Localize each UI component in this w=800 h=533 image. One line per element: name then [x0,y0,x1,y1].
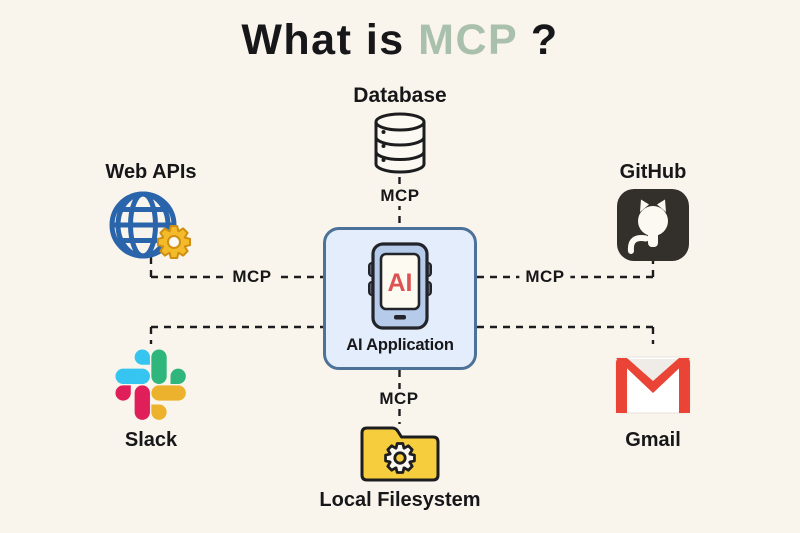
slack-blue-arm [115,349,150,384]
title-prefix: What is [241,16,419,64]
mcp-label-filesystem: MCP [373,389,425,409]
node-database: Database [325,84,475,176]
ai-device-icon: AI [368,242,432,330]
web-apis-label: Web APIs [105,161,197,183]
gear-icon [156,224,192,260]
page-title: What is MCP ? [0,16,800,65]
slack-yellow-arm [151,385,186,420]
node-gmail: Gmail [578,348,728,452]
slack-label: Slack [124,429,178,451]
title-highlight: MCP [418,16,518,64]
slack-red-arm [115,385,150,420]
mcp-label-database: MCP [374,186,426,206]
node-filesystem: Local Filesystem [319,424,481,512]
octocat-mark [627,199,668,254]
gmail-red-mark [616,358,690,413]
title-suffix: ? [517,16,559,64]
web-apis-icon [109,191,192,260]
github-label: GitHub [619,161,687,183]
github-icon [617,189,689,261]
slack-green-arm [151,349,186,384]
database-icon [374,112,426,174]
gmail-label: Gmail [625,429,681,451]
node-github: GitHub [578,160,728,265]
device-home-bar [394,315,406,320]
database-label: Database [353,84,447,107]
node-web-apis: Web APIs [76,160,226,265]
gear-icon [384,442,416,474]
mcp-label-github: MCP [519,267,571,287]
folder-gear-icon [360,426,440,482]
mcp-label-webapis: MCP [226,267,278,287]
node-slack: Slack [76,348,226,452]
ai-application-box: AI AI Application [323,227,477,370]
filesystem-label: Local Filesystem [319,489,481,511]
ai-application-label: AI Application [346,336,454,354]
globe-icon [109,191,177,259]
gmail-icon [615,356,691,414]
slack-icon [115,349,186,420]
device-screen-text: AI [388,269,413,297]
